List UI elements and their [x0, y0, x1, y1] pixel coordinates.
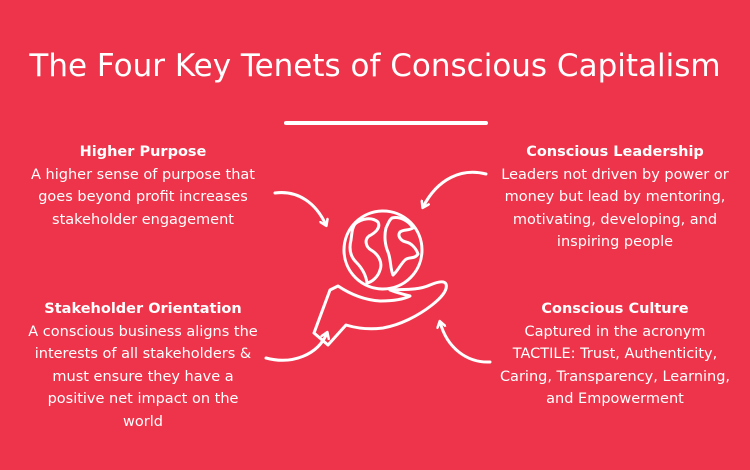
tenet-conscious-leadership: Conscious Leadership Leaders not driven … — [485, 141, 745, 254]
tenet-higher-purpose: Higher Purpose A higher sense of purpose… — [8, 141, 278, 231]
title-divider — [284, 121, 488, 125]
curved-arrow-icon — [423, 170, 488, 207]
tenet-text-line: Captured in the acronym — [524, 323, 706, 340]
page-title: The Four Key Tenets of Conscious Capital… — [29, 48, 721, 84]
tenet-text-line: money but lead by mentoring, — [504, 189, 726, 205]
tenet-text-line: world — [123, 413, 163, 430]
tenet-text-line: goes beyond profit increases — [38, 189, 248, 205]
tenet-text-line: TACTILE: Trust, Authenticity, — [512, 346, 718, 362]
tenet-heading: Conscious Leadership — [526, 144, 704, 160]
tenet-heading: Conscious Culture — [541, 301, 689, 317]
tenet-text-line: A higher sense of purpose that — [31, 166, 255, 183]
curved-arrow-icon — [264, 333, 327, 362]
tenet-text-line: stakeholder engagement — [52, 211, 234, 228]
tenet-text-line: Caring, Transparency, Learning, — [499, 368, 731, 385]
curved-arrow-icon — [440, 322, 492, 364]
tenet-text-line: Leaders not driven by power or — [501, 166, 729, 183]
tenet-heading: Higher Purpose — [79, 144, 207, 160]
tenet-text-line: inspiring people — [556, 234, 674, 250]
tenet-stakeholder-orientation: Stakeholder Orientation A conscious busi… — [8, 298, 278, 433]
curved-arrow-icon — [273, 191, 326, 225]
tenet-text-line: A conscious business aligns the — [28, 323, 258, 340]
tenet-text-line: must ensure they have a — [52, 368, 234, 385]
tenet-text-line: positive net impact on the — [47, 391, 239, 407]
tenet-heading: Stakeholder Orientation — [44, 301, 242, 317]
tenet-text-line: motivating, developing, and — [512, 211, 718, 228]
tenet-text-line: interests of all stakeholders & — [34, 346, 252, 362]
globe-in-hand-icon — [312, 209, 448, 347]
tenet-text-line: and Empowerment — [546, 391, 684, 407]
tenet-conscious-culture: Conscious Culture Captured in the acrony… — [480, 298, 750, 411]
